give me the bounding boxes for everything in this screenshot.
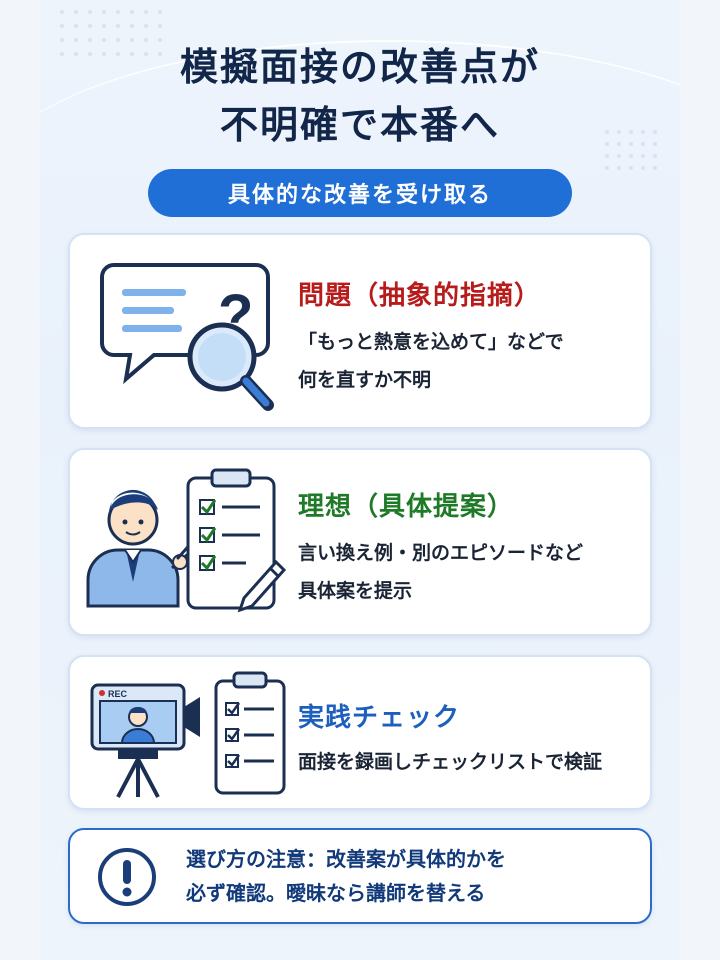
decorative-dot — [60, 24, 64, 28]
rec-label: REC — [108, 689, 128, 699]
decorative-dot — [130, 38, 134, 42]
decorative-dot — [158, 52, 162, 56]
practice-heading: 実践チェック — [298, 703, 461, 733]
problem-heading: 問題（抽象的指摘） — [298, 281, 542, 311]
decorative-dot — [116, 38, 120, 42]
decorative-dot — [605, 142, 609, 146]
exclamation-circle-icon — [98, 848, 156, 906]
decorative-dot — [102, 24, 106, 28]
decorative-dot — [617, 154, 621, 158]
title-line-2: 不明確で本番へ — [219, 103, 500, 147]
decorative-dot — [74, 52, 78, 56]
practice-line-1: 面接を録画しチェックリストで検証 — [298, 751, 603, 773]
decorative-dot — [130, 24, 134, 28]
decorative-dot — [158, 10, 162, 14]
decorative-dot — [617, 130, 621, 134]
caution-line-2: 必ず確認。曖昧なら講師を替える — [186, 881, 486, 905]
decorative-dot — [641, 166, 645, 170]
decorative-dot — [88, 10, 92, 14]
problem-line-2: 何を直すか不明 — [298, 369, 432, 391]
decorative-dot — [144, 10, 148, 14]
decorative-dot — [629, 142, 633, 146]
decorative-dot — [102, 10, 106, 14]
caution-note: 選び方の注意：改善案が具体的かを 必ず確認。曖昧なら講師を替える — [68, 828, 652, 924]
decorative-dot — [88, 38, 92, 42]
decorative-dot — [144, 52, 148, 56]
ideal-line-2: 具体案を提示 — [298, 580, 413, 602]
decorative-dot — [605, 130, 609, 134]
decorative-dot — [653, 154, 657, 158]
problem-text: 「もっと熱意を込めて」などで 何を直すか不明 — [298, 323, 564, 399]
infographic-page: 模擬面接の改善点が 不明確で本番へ 具体的な改善を受け取る ? 問題（抽象的指摘… — [40, 0, 680, 960]
decorative-dot — [605, 154, 609, 158]
page-title: 模擬面接の改善点が 不明確で本番へ — [40, 38, 680, 154]
decorative-dot — [641, 130, 645, 134]
decorative-dot — [158, 24, 162, 28]
decorative-dot — [653, 166, 657, 170]
decorative-dots — [60, 10, 180, 70]
decorative-dot — [629, 154, 633, 158]
practice-text: 面接を録画しチェックリストで検証 — [298, 743, 602, 781]
ideal-line-1: 言い換え例・別のエピソードなど — [298, 542, 584, 564]
subtitle-pill: 具体的な改善を受け取る — [148, 169, 572, 217]
background-swoosh — [40, 40, 680, 340]
caution-text: 選び方の注意：改善案が具体的かを 必ず確認。曖昧なら講師を替える — [186, 842, 506, 910]
decorative-dot — [617, 166, 621, 170]
ideal-text: 言い換え例・別のエピソードなど 具体案を提示 — [298, 534, 583, 610]
practice-card: REC 実践チェック 面接を録画しチェックリストで検証 — [68, 655, 652, 810]
teacher-checklist-pencil-icon — [86, 468, 286, 613]
decorative-dot — [653, 130, 657, 134]
decorative-dot — [629, 130, 633, 134]
title-line-1: 模擬面接の改善点が — [179, 45, 540, 89]
decorative-dot — [74, 38, 78, 42]
decorative-dot — [116, 10, 120, 14]
decorative-dot — [144, 24, 148, 28]
decorative-dot — [116, 24, 120, 28]
decorative-dot — [102, 38, 106, 42]
speech-bubble-question-magnifier-icon: ? — [100, 263, 274, 411]
decorative-dot — [641, 154, 645, 158]
decorative-dot — [641, 142, 645, 146]
problem-line-1: 「もっと熱意を込めて」などで — [298, 331, 564, 353]
decorative-dot — [130, 10, 134, 14]
decorative-dot — [158, 38, 162, 42]
decorative-dots — [605, 130, 675, 180]
decorative-dot — [130, 52, 134, 56]
decorative-dot — [116, 52, 120, 56]
decorative-dot — [629, 166, 633, 170]
decorative-dot — [60, 38, 64, 42]
ideal-card: 理想（具体提案） 言い換え例・別のエピソードなど 具体案を提示 — [68, 448, 652, 636]
caution-line-1: 選び方の注意：改善案が具体的かを — [186, 847, 506, 871]
decorative-dot — [74, 24, 78, 28]
ideal-heading: 理想（具体提案） — [298, 492, 515, 522]
decorative-dot — [653, 142, 657, 146]
decorative-dot — [617, 142, 621, 146]
decorative-dot — [605, 166, 609, 170]
problem-card: ? 問題（抽象的指摘） 「もっと熱意を込めて」などで 何を直すか不明 — [68, 233, 652, 429]
decorative-dot — [88, 24, 92, 28]
decorative-dot — [60, 52, 64, 56]
decorative-dot — [144, 38, 148, 42]
video-camera-checklist-icon: REC — [90, 671, 286, 798]
decorative-dot — [102, 52, 106, 56]
decorative-dot — [88, 52, 92, 56]
decorative-dot — [74, 10, 78, 14]
decorative-dot — [60, 10, 64, 14]
